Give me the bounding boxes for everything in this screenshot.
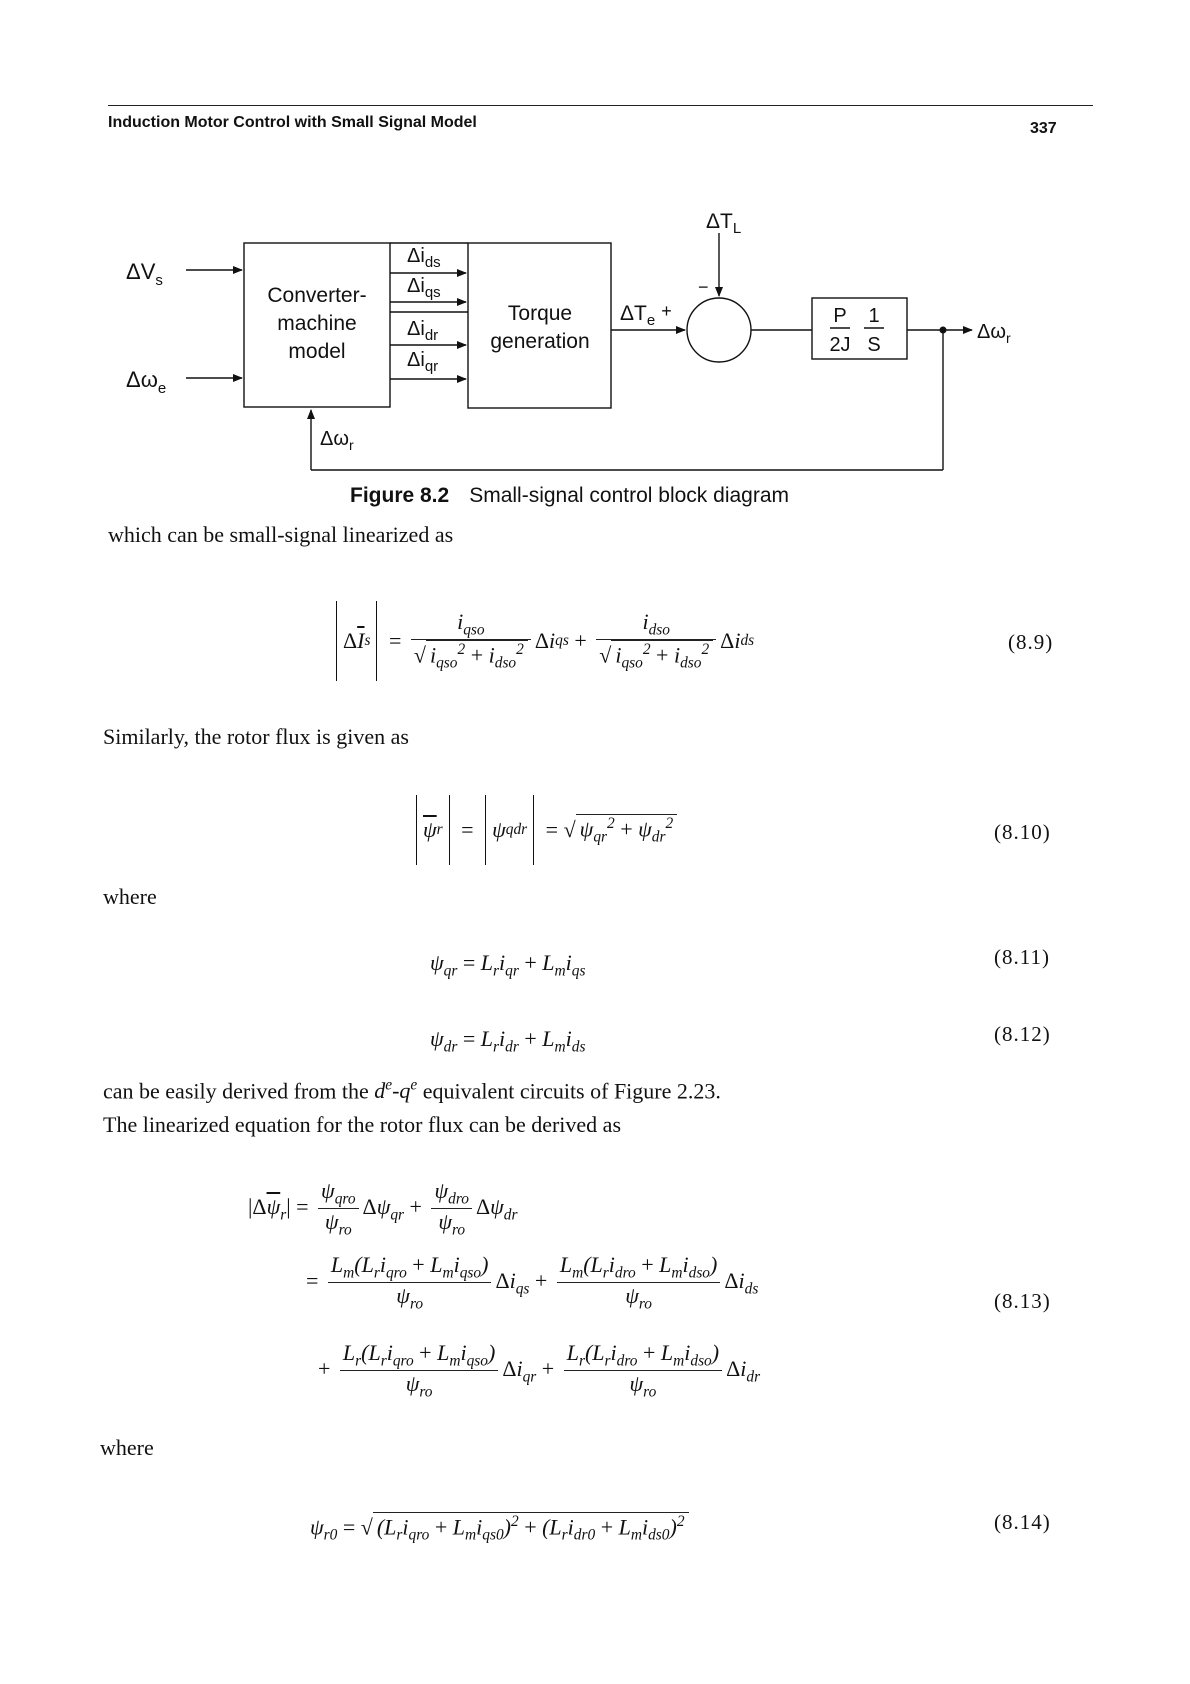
torque-generation-block [467,242,612,409]
feedback-wr-label: Δωr [320,428,354,453]
gain-num-right: 1 [868,305,879,327]
converter-line-1: Converter- [267,284,366,307]
takeoff-point [939,326,947,334]
figure-caption: Figure 8.2 Small-signal control block dia… [350,484,789,508]
gain-block [811,297,908,360]
current-iqs-label: Δiqs [407,275,441,301]
input-we-label: Δωe [126,367,166,397]
torque-line-1: Torque [508,302,572,325]
running-title: Induction Motor Control with Small Signa… [108,114,477,131]
equation-8-14: ψr0 = √(Lriqro + Lmiqs0)2 + (Lridr0 + Lm… [310,1512,689,1545]
paragraph-4: can be easily derived from the de-qe equ… [103,1077,721,1104]
te-label: ΔTe+ [620,301,672,329]
paragraph-5: The linearized equation for the rotor fl… [103,1112,621,1137]
eq-number-8-10: (8.10) [994,820,1051,844]
output-wr-label: Δωr [977,321,1011,346]
header-rule [108,105,1093,106]
eq-number-8-12: (8.12) [994,1022,1051,1046]
torque-line-2: generation [490,330,589,353]
eq-number-8-9: (8.9) [1008,630,1054,654]
equation-8-12: ψdr = Lridr + Lmids [430,1026,586,1056]
block-diagram: ΔVs Δωe Converter- machine model Δids Δi… [0,0,1190,480]
gain-den-right: S [867,334,880,356]
tl-label: ΔTL [706,210,741,237]
current-iqr-label: Δiqr [407,349,438,375]
eq-number-8-14: (8.14) [994,1510,1051,1534]
gain-den-left: 2J [829,334,850,356]
current-ids-label: Δids [407,245,441,271]
summing-junction [686,297,752,363]
gain-num-left: P [833,305,846,327]
paragraph-where-1: where [103,884,157,909]
paragraph-1: which can be small-signal linearized as [108,522,454,547]
current-idr-label: Δidr [407,318,438,344]
converter-machine-block [243,242,391,408]
eq-number-8-13: (8.13) [994,1289,1051,1313]
equation-8-11: ψqr = Lriqr + Lmiqs [430,950,586,980]
paragraph-2: Similarly, the rotor flux is given as [103,724,409,749]
tl-sign: − [698,277,709,297]
input-vs-label: ΔVs [126,259,163,289]
paragraph-where-2: where [100,1435,154,1460]
figure-caption-text: Small-signal control block diagram [469,484,790,507]
eq-number-8-11: (8.11) [994,945,1050,969]
figure-caption-label: Figure 8.2 [350,484,450,507]
converter-line-3: model [288,340,345,363]
converter-line-2: machine [277,312,356,335]
page-number: 337 [1030,120,1057,137]
